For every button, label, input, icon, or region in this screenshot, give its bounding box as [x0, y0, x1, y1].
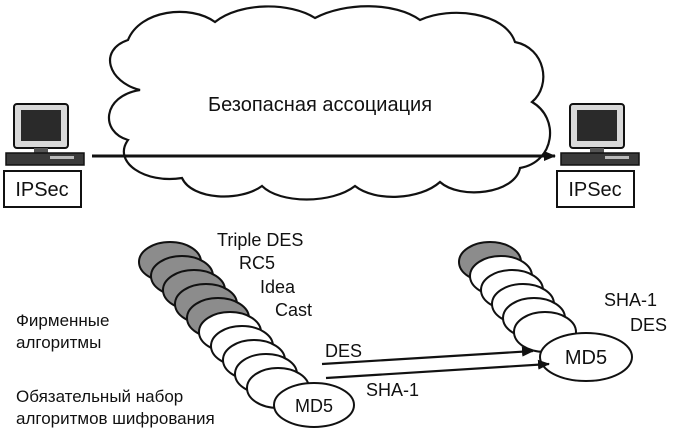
- left-front-label: MD5: [295, 396, 333, 416]
- security-association-cloud: Безопасная ассоциация: [107, 5, 552, 201]
- left-computer-icon: [5, 103, 85, 166]
- label-cast: Cast: [275, 300, 312, 320]
- label-rc5: RC5: [239, 253, 275, 273]
- cloud-label: Безопасная ассоциация: [208, 94, 432, 116]
- label-des-left: DES: [325, 341, 362, 361]
- right-ring-front: [539, 332, 633, 382]
- caption-mandatory-line1: Обязательный набор: [16, 387, 183, 406]
- sha1-mapping-arrow: [325, 359, 550, 380]
- right-computer-icon: [560, 103, 640, 166]
- label-sha1-right: SHA-1: [604, 290, 657, 310]
- left-ipsec-label: IPSec: [15, 179, 68, 201]
- caption-mandatory-line2: алгоритмов шифрования: [16, 409, 215, 428]
- left-algorithm-stack: MD5: [138, 241, 355, 428]
- label-triple-des: Triple DES: [217, 230, 303, 250]
- caption-proprietary-line2: алгоритмы: [16, 333, 101, 352]
- label-des-right: DES: [630, 315, 667, 335]
- right-ipsec-box: IPSec: [556, 170, 635, 208]
- right-ipsec-label: IPSec: [568, 179, 621, 201]
- caption-proprietary-line1: Фирменные: [16, 311, 109, 330]
- label-idea: Idea: [260, 277, 296, 297]
- right-front-label: MD5: [565, 347, 607, 369]
- label-sha1-left: SHA-1: [366, 380, 419, 400]
- des-mapping-arrow: [321, 346, 534, 366]
- left-ring-front: [273, 382, 355, 428]
- left-ipsec-box: IPSec: [3, 170, 82, 208]
- right-algorithm-stack: MD5: [458, 241, 633, 382]
